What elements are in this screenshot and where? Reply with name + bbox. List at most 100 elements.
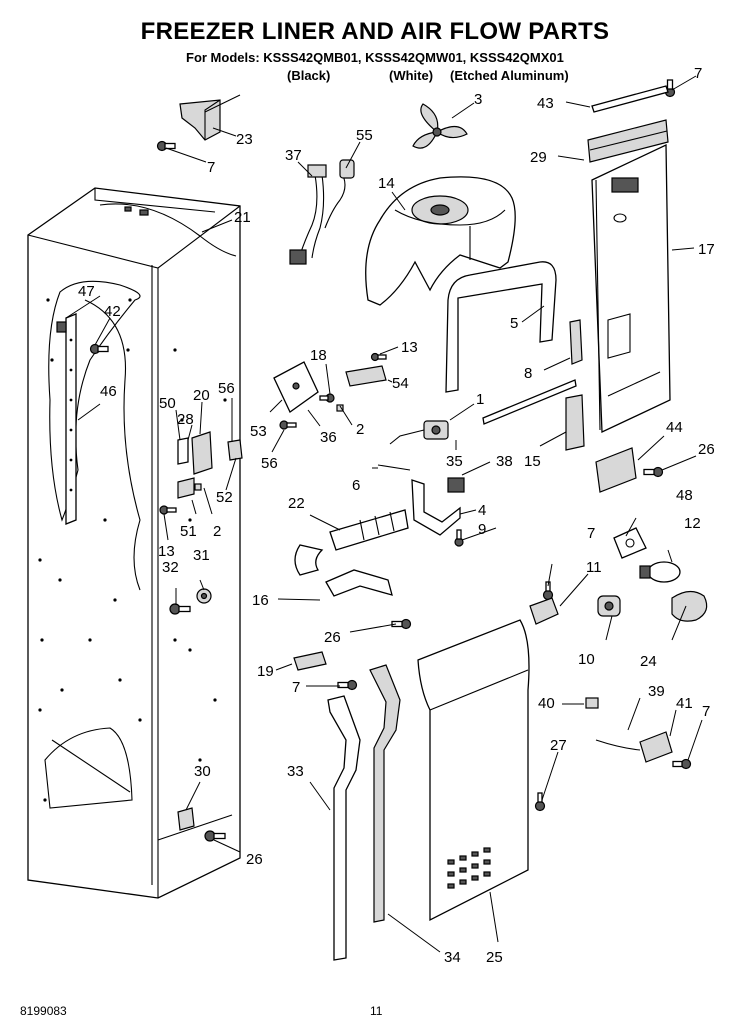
part-55-thermistor <box>339 159 355 179</box>
callout-41: 41 <box>676 695 693 712</box>
callout-28: 28 <box>177 411 194 428</box>
callout-46: 46 <box>100 383 117 400</box>
part-5-gasket <box>445 261 557 393</box>
callout-47: 47 <box>78 283 95 300</box>
callout-13: 13 <box>401 339 418 356</box>
callout-42: 42 <box>104 303 121 320</box>
part-41-switch <box>639 731 673 763</box>
part-37-wire-harness <box>289 164 346 265</box>
part-11-clip <box>529 597 559 625</box>
callout-40: 40 <box>538 695 555 712</box>
callout-2: 2 <box>213 523 221 540</box>
callout-25: 25 <box>486 949 503 966</box>
screws <box>89 79 692 842</box>
variant-etched-aluminum: (Etched Aluminum) <box>450 68 569 83</box>
part-19-pad <box>293 651 327 671</box>
part-3-fan-blade <box>412 103 468 149</box>
callout-3: 3 <box>474 91 482 108</box>
callout-labels: 7 23 7 3 43 55 37 29 14 21 17 47 42 5 18… <box>78 65 715 966</box>
callout-22: 22 <box>288 495 305 512</box>
callout-6: 6 <box>352 477 360 494</box>
callout-32: 32 <box>162 559 179 576</box>
callout-37: 37 <box>285 147 302 164</box>
callout-29: 29 <box>530 149 547 166</box>
callout-2: 2 <box>356 421 364 438</box>
part-36-cover <box>273 361 319 413</box>
callout-33: 33 <box>287 763 304 780</box>
part-17-rear-panel <box>591 143 671 434</box>
part-38-block <box>447 477 465 493</box>
part-25-front-cover <box>417 619 530 922</box>
callout-7: 7 <box>587 525 595 542</box>
part-34-strip <box>369 664 401 923</box>
part-28-bracket <box>177 437 189 465</box>
part-20-switch <box>191 431 213 475</box>
page-number: 11 <box>370 1004 383 1018</box>
part-23-bracket <box>179 94 241 141</box>
callout-23: 23 <box>236 131 253 148</box>
part-51-part <box>177 477 195 499</box>
callout-13: 13 <box>158 543 175 560</box>
callout-27: 27 <box>550 737 567 754</box>
callout-7: 7 <box>694 65 702 82</box>
callout-38: 38 <box>496 453 513 470</box>
callout-15: 15 <box>524 453 541 470</box>
callout-21: 21 <box>234 209 251 226</box>
callout-56: 56 <box>218 380 235 397</box>
callout-10: 10 <box>578 651 595 668</box>
callout-26: 26 <box>324 629 341 646</box>
callout-56: 56 <box>261 455 278 472</box>
callout-34: 34 <box>444 949 461 966</box>
callout-39: 39 <box>648 683 665 700</box>
callout-54: 54 <box>392 375 409 392</box>
part-4-bracket <box>411 479 461 536</box>
callout-53: 53 <box>250 423 267 440</box>
part-10-socket <box>597 595 621 617</box>
variant-white: (White) <box>389 68 434 83</box>
callout-11: 11 <box>586 559 602 576</box>
callout-19: 19 <box>257 663 274 680</box>
callout-48: 48 <box>676 487 693 504</box>
callout-30: 30 <box>194 763 211 780</box>
part-15-bracket <box>565 394 585 451</box>
part-8-bracket <box>569 319 583 365</box>
callout-26: 26 <box>698 441 715 458</box>
callout-24: 24 <box>640 653 657 670</box>
callout-36: 36 <box>320 429 337 446</box>
callout-7: 7 <box>207 159 215 176</box>
models-line: For Models: KSSS42QMB01, KSSS42QMW01, KS… <box>186 50 564 65</box>
callout-31: 31 <box>193 547 210 564</box>
part-31-damper <box>196 588 212 604</box>
part-48-gasket <box>613 527 647 559</box>
part-47-clip <box>56 321 67 333</box>
callout-17: 17 <box>698 241 715 258</box>
part-54-plate <box>345 365 387 387</box>
callout-35: 35 <box>446 453 463 470</box>
part-24-lamp-cover <box>671 590 708 622</box>
callout-51: 51 <box>180 523 197 540</box>
part-12-bulb <box>639 561 681 583</box>
part-40-part <box>585 697 599 709</box>
callout-1: 1 <box>476 391 484 408</box>
part-43-strip <box>591 85 669 113</box>
page-title: FREEZER LINER AND AIR FLOW PARTS <box>140 18 610 45</box>
part-14-fan-housing <box>365 176 516 306</box>
callout-7: 7 <box>702 703 710 720</box>
callout-44: 44 <box>666 419 683 436</box>
callout-4: 4 <box>478 502 486 519</box>
part-52-part <box>227 439 243 461</box>
part-22-duct <box>294 509 409 576</box>
part-30-bracket <box>177 807 195 831</box>
leader-lines <box>65 75 703 953</box>
doc-number: 8199083 <box>20 1004 67 1018</box>
part-16-bracket <box>325 569 393 597</box>
part-6-rod <box>377 464 411 471</box>
callout-26: 26 <box>246 851 263 868</box>
part-strip-38 <box>482 379 577 425</box>
callout-18: 18 <box>310 347 327 364</box>
part-46-rail <box>65 313 77 525</box>
callout-50: 50 <box>159 395 176 412</box>
part-44-bracket <box>595 447 637 493</box>
callout-8: 8 <box>524 365 532 382</box>
